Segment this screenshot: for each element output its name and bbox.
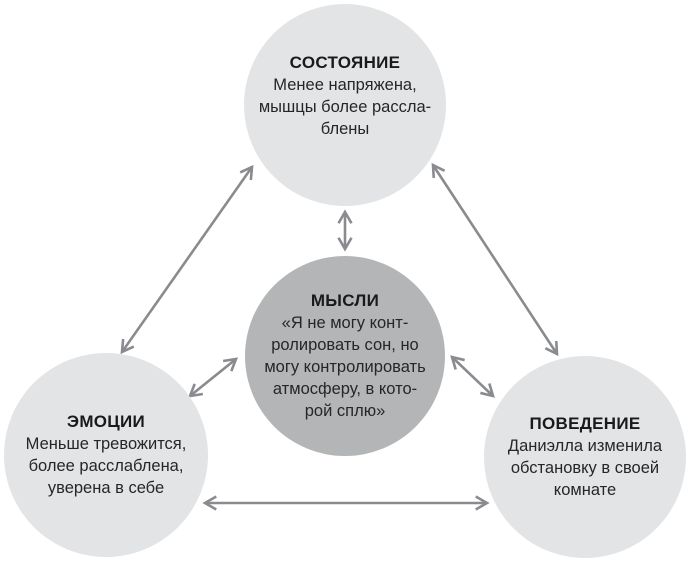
node-state-title: СОСТОЯНИЕ bbox=[289, 53, 401, 72]
node-emotions-title: ЭМОЦИИ bbox=[66, 412, 146, 431]
node-state-line: мышцы более рассла- bbox=[258, 98, 432, 116]
node-behavior-line: комнате bbox=[553, 481, 617, 499]
node-behavior-title: ПОВЕДЕНИЕ bbox=[529, 414, 641, 433]
node-state-line: блены bbox=[320, 120, 370, 138]
arrow-thoughts-behavior bbox=[450, 355, 495, 398]
arrow-state-emotions bbox=[120, 164, 254, 355]
node-emotions: ЭМОЦИИ Меньше тревожится, более расслабл… bbox=[4, 353, 208, 557]
node-emotions-line: более расслаблена, bbox=[28, 457, 184, 475]
arrow-emotions-behavior bbox=[202, 495, 490, 511]
arrow-emotions-thoughts bbox=[187, 357, 239, 398]
arrow-state-thoughts bbox=[337, 209, 353, 252]
node-behavior-line: Даниэлла изменила bbox=[507, 437, 663, 455]
node-emotions-line: уверена в себе bbox=[47, 479, 165, 497]
node-thoughts-line: могу контролировать bbox=[264, 358, 426, 376]
node-thoughts-line: рой сплю» bbox=[304, 402, 386, 420]
node-thoughts-line: атмосферу, в кото- bbox=[272, 380, 418, 398]
node-emotions-content: ЭМОЦИИ Меньше тревожится, более расслабл… bbox=[4, 411, 208, 499]
node-thoughts: МЫСЛИ «Я не могу конт- ролировать сон, н… bbox=[245, 256, 445, 456]
node-thoughts-line: ролировать сон, но bbox=[271, 336, 419, 354]
node-thoughts-line: «Я не могу конт- bbox=[281, 314, 409, 332]
node-behavior: ПОВЕДЕНИЕ Даниэлла изменила обстановку в… bbox=[484, 356, 686, 558]
node-thoughts-title: МЫСЛИ bbox=[310, 291, 380, 310]
node-thoughts-content: МЫСЛИ «Я не могу конт- ролировать сон, н… bbox=[245, 290, 445, 422]
node-behavior-line: обстановку в своей bbox=[510, 459, 660, 477]
node-behavior-content: ПОВЕДЕНИЕ Даниэлла изменила обстановку в… bbox=[484, 413, 686, 501]
node-emotions-line: Меньше тревожится, bbox=[25, 435, 187, 453]
node-state-content: СОСТОЯНИЕ Менее напряжена, мышцы более р… bbox=[244, 52, 446, 140]
node-state-line: Менее напряжена, bbox=[273, 76, 417, 94]
node-state: СОСТОЯНИЕ Менее напряжена, мышцы более р… bbox=[244, 4, 446, 206]
arrow-state-behavior bbox=[431, 162, 559, 357]
